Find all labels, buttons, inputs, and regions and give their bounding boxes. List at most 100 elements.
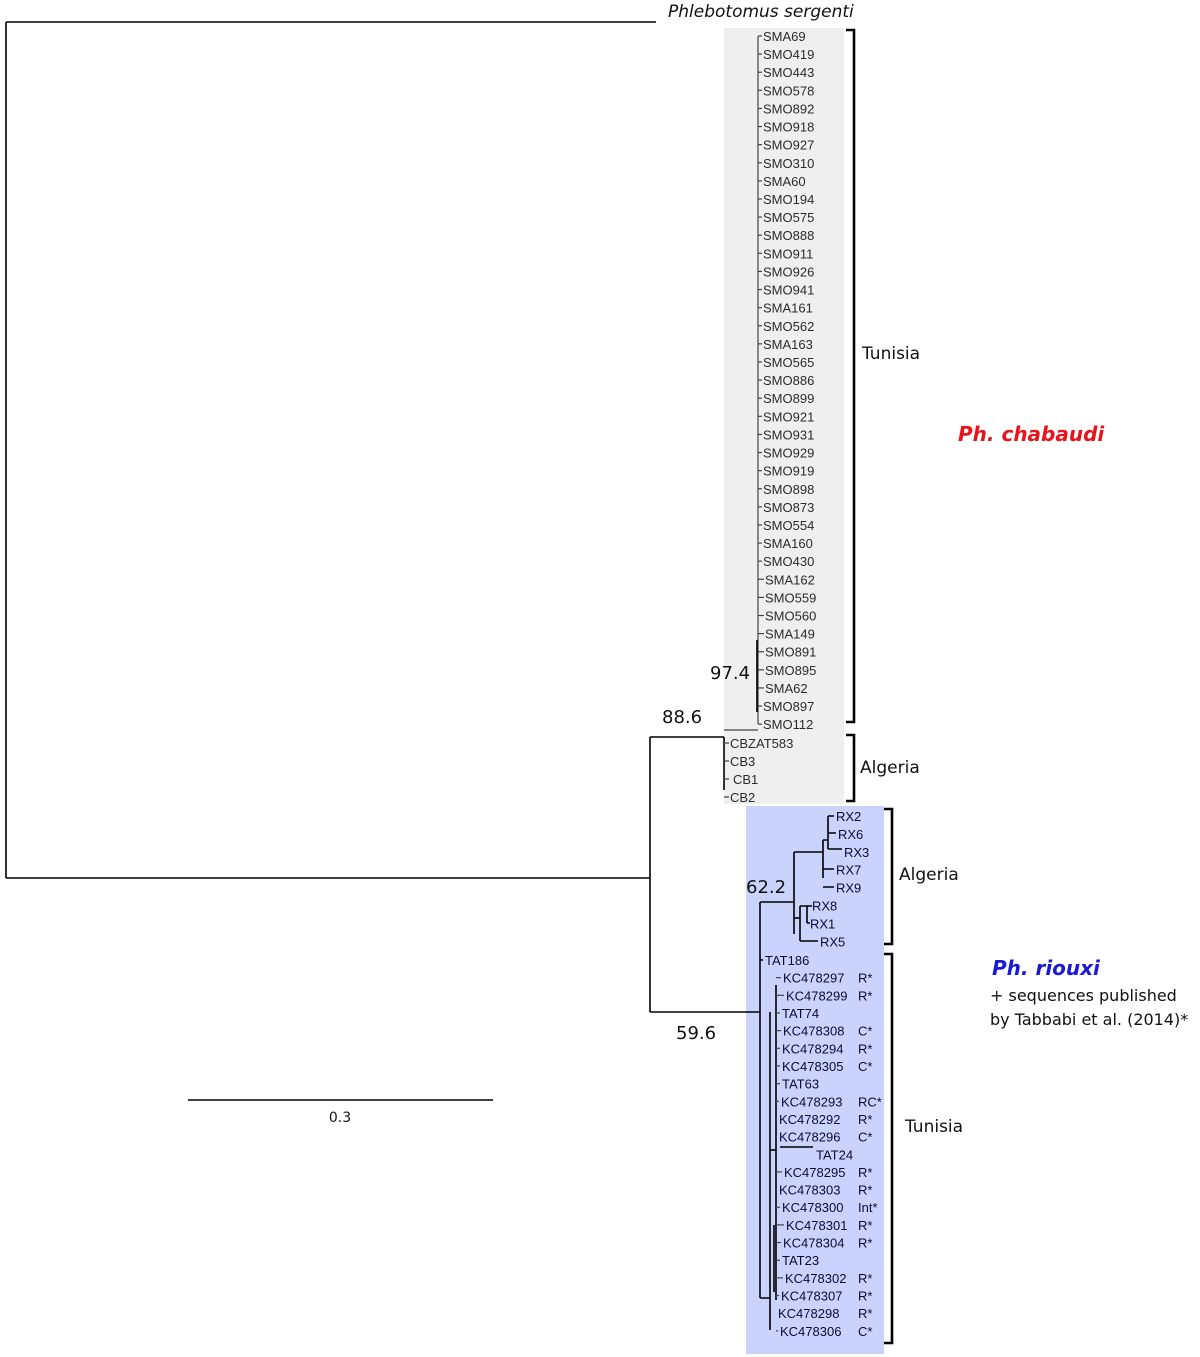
tip-label: SMO112	[763, 717, 813, 732]
tip-label: CB3	[730, 754, 755, 769]
tip-label: RX8	[812, 899, 837, 914]
region-chabaudi-tunisia: Tunisia	[861, 344, 920, 364]
tip-suffix: C*	[858, 1130, 872, 1145]
tip-suffix: C*	[858, 1024, 872, 1039]
tip-label: SMO898	[763, 482, 814, 497]
tip-label: SMA162	[765, 572, 815, 587]
tip-label: SMA149	[765, 627, 815, 642]
algeria-cb-stems	[724, 742, 729, 798]
species-riouxi-label: Ph. riouxi	[992, 956, 1101, 980]
tip-suffix: R*	[858, 1306, 872, 1321]
tip-label: SMO430	[763, 554, 814, 569]
tip-label: KC478295	[784, 1165, 845, 1180]
tip-suffix: R*	[858, 1165, 872, 1180]
bracket-riouxi-algeria	[884, 807, 894, 946]
region-riouxi-tunisia: Tunisia	[904, 1117, 963, 1137]
tip-label: SMO873	[763, 500, 814, 515]
tip-label: SMA62	[765, 681, 808, 696]
tip-label: RX2	[836, 809, 861, 824]
tip-label: SMA163	[763, 337, 813, 352]
tip-suffix: R*	[858, 1112, 872, 1127]
riouxi-note-line-2: by Tabbabi et al. (2014)*	[990, 1010, 1188, 1029]
riouxi-algeria-branches	[760, 815, 842, 942]
tip-label: TAT74	[782, 1006, 819, 1021]
support-value-97-4: 97.4	[710, 663, 750, 684]
tip-label: KC478299	[786, 988, 847, 1003]
tip-label: SMO897	[763, 699, 814, 714]
tip-label: KC478302	[785, 1271, 846, 1286]
tip-label: KC478306	[780, 1324, 841, 1339]
tip-label: TAT186	[765, 953, 809, 968]
tip-label: SMO886	[763, 373, 814, 388]
tip-label: SMO926	[763, 264, 814, 279]
species-chabaudi-label: Ph. chabaudi	[958, 422, 1105, 446]
tip-label: SMO562	[763, 319, 814, 334]
tip-label: TAT63	[782, 1077, 819, 1092]
tip-suffix: R*	[858, 988, 872, 1003]
tip-suffix: Int*	[858, 1200, 878, 1215]
tip-label: KC478292	[779, 1112, 840, 1127]
tip-label: RX9	[836, 881, 861, 896]
support-value-62-2: 62.2	[746, 877, 786, 898]
chabaudi-clade-box	[724, 28, 844, 804]
tip-label: SMO310	[763, 156, 814, 171]
tip-suffix: R*	[858, 1271, 872, 1286]
tip-label: SMO565	[763, 355, 814, 370]
tip-suffix: R*	[858, 1289, 872, 1304]
region-chabaudi-algeria: Algeria	[860, 758, 920, 778]
tip-label: RX6	[838, 827, 863, 842]
tip-label: SMA160	[763, 536, 813, 551]
tip-suffix: R*	[858, 1218, 872, 1233]
tip-label: SMA69	[763, 29, 806, 44]
tunisia-node	[760, 1012, 771, 1330]
tip-label: SMO899	[763, 391, 814, 406]
tip-label: KC478301	[786, 1218, 847, 1233]
tip-label: KC478305	[782, 1059, 843, 1074]
tip-label: SMO194	[763, 192, 814, 207]
tip-stems	[758, 35, 784, 1332]
outgroup-label: Phlebotomus sergenti	[668, 2, 854, 22]
tip-label: SMO578	[763, 83, 814, 98]
region-riouxi-algeria: Algeria	[899, 865, 959, 885]
tip-label: SMO921	[763, 409, 814, 424]
rx-lower-tips	[800, 905, 818, 942]
riouxi-clade-box	[746, 806, 884, 1354]
tip-label: SMO888	[763, 228, 814, 243]
tip-label: CBZAT583	[730, 736, 793, 751]
tip-suffix: C*	[858, 1324, 872, 1339]
tip-label: TAT23	[782, 1253, 819, 1268]
bracket-riouxi-tunisia	[884, 952, 894, 1345]
tip-label: SMA60	[763, 174, 806, 189]
tip-label: KC478296	[779, 1130, 840, 1145]
tip-label: SMO919	[763, 464, 814, 479]
tip-suffix: R*	[858, 1236, 872, 1251]
tip-suffix: R*	[858, 1183, 872, 1198]
tip-suffix: C*	[858, 1059, 872, 1074]
tip-label: KC478293	[781, 1094, 842, 1109]
tip-label: SMO892	[763, 101, 814, 116]
tip-label: SMO895	[765, 663, 816, 678]
scale-bar-label: 0.3	[329, 1110, 351, 1126]
support-value-88-6: 88.6	[662, 707, 702, 728]
tip-label: SMO941	[763, 283, 814, 298]
tip-label: KC478304	[783, 1236, 844, 1251]
tip-suffix: R*	[858, 971, 872, 986]
tip-label: SMO929	[763, 446, 814, 461]
tip-label: SMO575	[763, 210, 814, 225]
tip-label: KC478303	[779, 1183, 840, 1198]
tip-label: SMO927	[763, 138, 814, 153]
riouxi-note-line-1: + sequences published	[990, 986, 1177, 1005]
backbone-branches	[5, 21, 761, 1298]
tip-label: KC478294	[782, 1041, 843, 1056]
bracket-chabaudi-algeria	[846, 733, 856, 803]
tip-label: RX1	[810, 916, 835, 931]
tip-label: KC478307	[781, 1289, 842, 1304]
tip-label: KC478298	[778, 1306, 839, 1321]
tip-label: SMO443	[763, 65, 814, 80]
rx-upper-tips	[823, 815, 842, 888]
tip-label: RX3	[844, 845, 869, 860]
tip-label: KC478297	[783, 971, 844, 986]
